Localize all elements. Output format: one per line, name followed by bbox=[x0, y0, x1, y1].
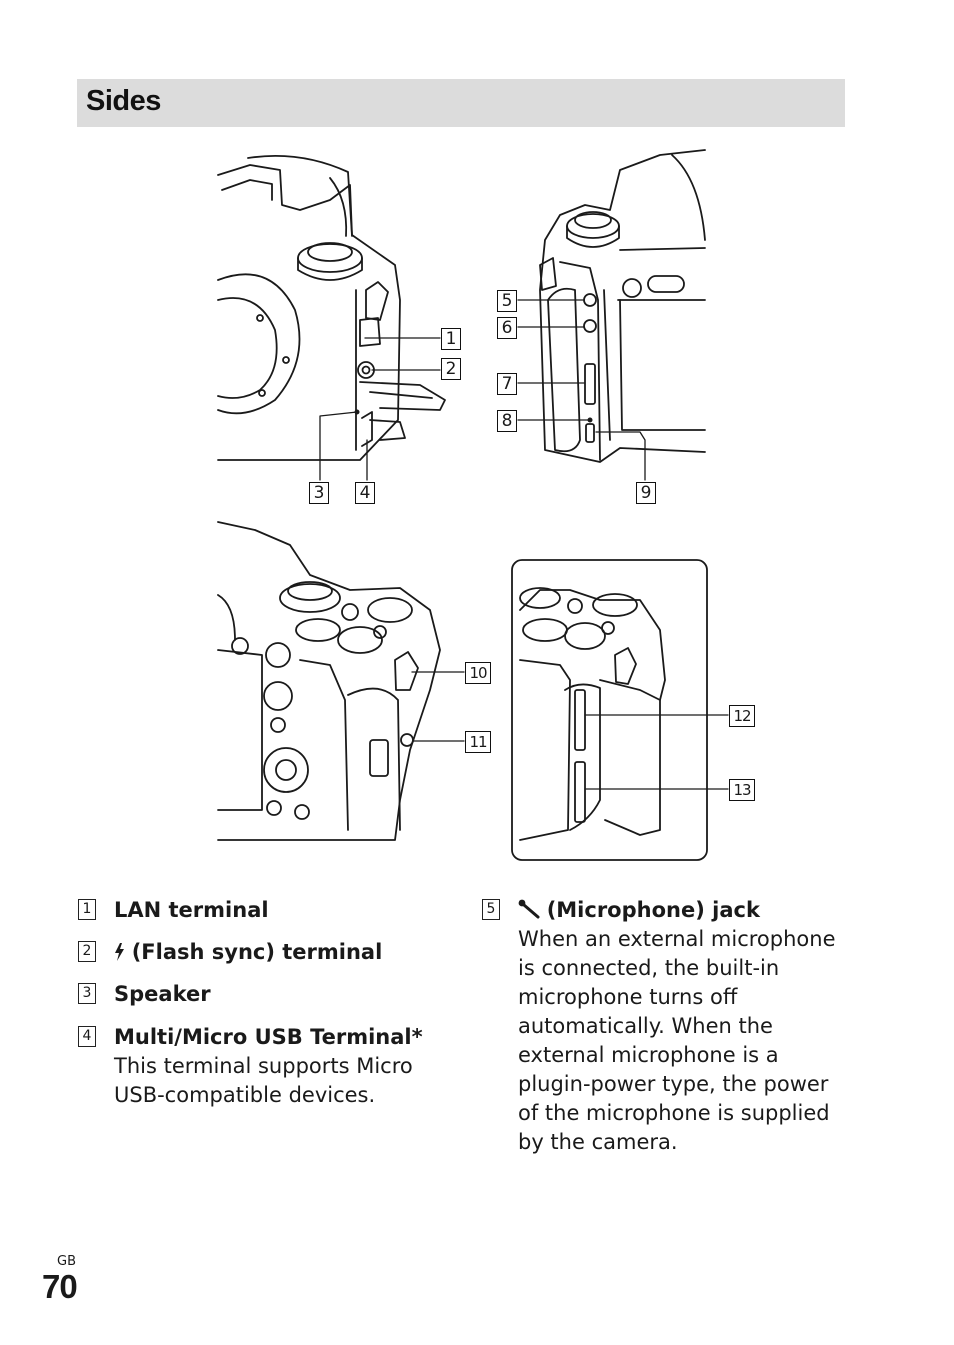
item-description-line: microphone turns off bbox=[518, 985, 738, 1009]
callout-2: 2 bbox=[441, 358, 461, 380]
item-title: LAN terminal bbox=[114, 898, 269, 922]
callout-6: 6 bbox=[497, 317, 517, 339]
callout-7: 7 bbox=[497, 373, 517, 395]
section-header: Sides bbox=[77, 79, 845, 127]
page-title: Sides bbox=[86, 85, 161, 117]
region-code: GB bbox=[57, 1254, 76, 1269]
callout-1: 1 bbox=[441, 328, 461, 350]
callout-8: 8 bbox=[497, 410, 517, 432]
callout-10: 10 bbox=[465, 662, 491, 684]
item-description-line: external microphone is a bbox=[518, 1043, 779, 1067]
item-description-line: This terminal supports Micro bbox=[114, 1054, 413, 1078]
item-description-line: plugin-power type, the power bbox=[518, 1072, 829, 1096]
camera-rear-grip-illustration bbox=[217, 521, 465, 841]
item-description-line: by the camera. bbox=[518, 1130, 678, 1154]
callout-3: 3 bbox=[309, 482, 329, 504]
microphone-icon bbox=[518, 899, 540, 919]
callout-4: 4 bbox=[355, 482, 375, 504]
item-title: (Microphone) jack bbox=[546, 898, 760, 922]
item-number: 4 bbox=[78, 1026, 96, 1047]
camera-card-slot-illustration bbox=[511, 559, 729, 861]
flash-icon bbox=[115, 943, 124, 961]
item-title: Multi/Micro USB Terminal* bbox=[114, 1025, 423, 1049]
callout-12: 12 bbox=[729, 705, 755, 727]
item-title: (Flash sync) terminal bbox=[131, 940, 383, 964]
camera-left-side-illustration bbox=[217, 154, 446, 481]
item-number: 2 bbox=[78, 941, 96, 962]
camera-right-side-illustration bbox=[517, 149, 706, 481]
item-description-line: USB-compatible devices. bbox=[114, 1083, 376, 1107]
item-description-line: automatically. When the bbox=[518, 1014, 773, 1038]
callout-5: 5 bbox=[497, 290, 517, 312]
parts-list: 1 LAN terminal 2 (Flash sync) terminal 3… bbox=[78, 896, 858, 1196]
page-number: 70 bbox=[42, 1268, 78, 1305]
callout-11: 11 bbox=[465, 731, 491, 753]
callout-13: 13 bbox=[729, 779, 755, 801]
item-description-line: When an external microphone bbox=[518, 927, 836, 951]
callout-9: 9 bbox=[636, 482, 656, 504]
item-number: 5 bbox=[482, 899, 500, 920]
item-number: 1 bbox=[78, 899, 96, 920]
item-description-line: of the microphone is supplied bbox=[518, 1101, 830, 1125]
item-description-line: is connected, the built-in bbox=[518, 956, 780, 980]
item-title: Speaker bbox=[114, 982, 211, 1006]
item-number: 3 bbox=[78, 983, 96, 1004]
